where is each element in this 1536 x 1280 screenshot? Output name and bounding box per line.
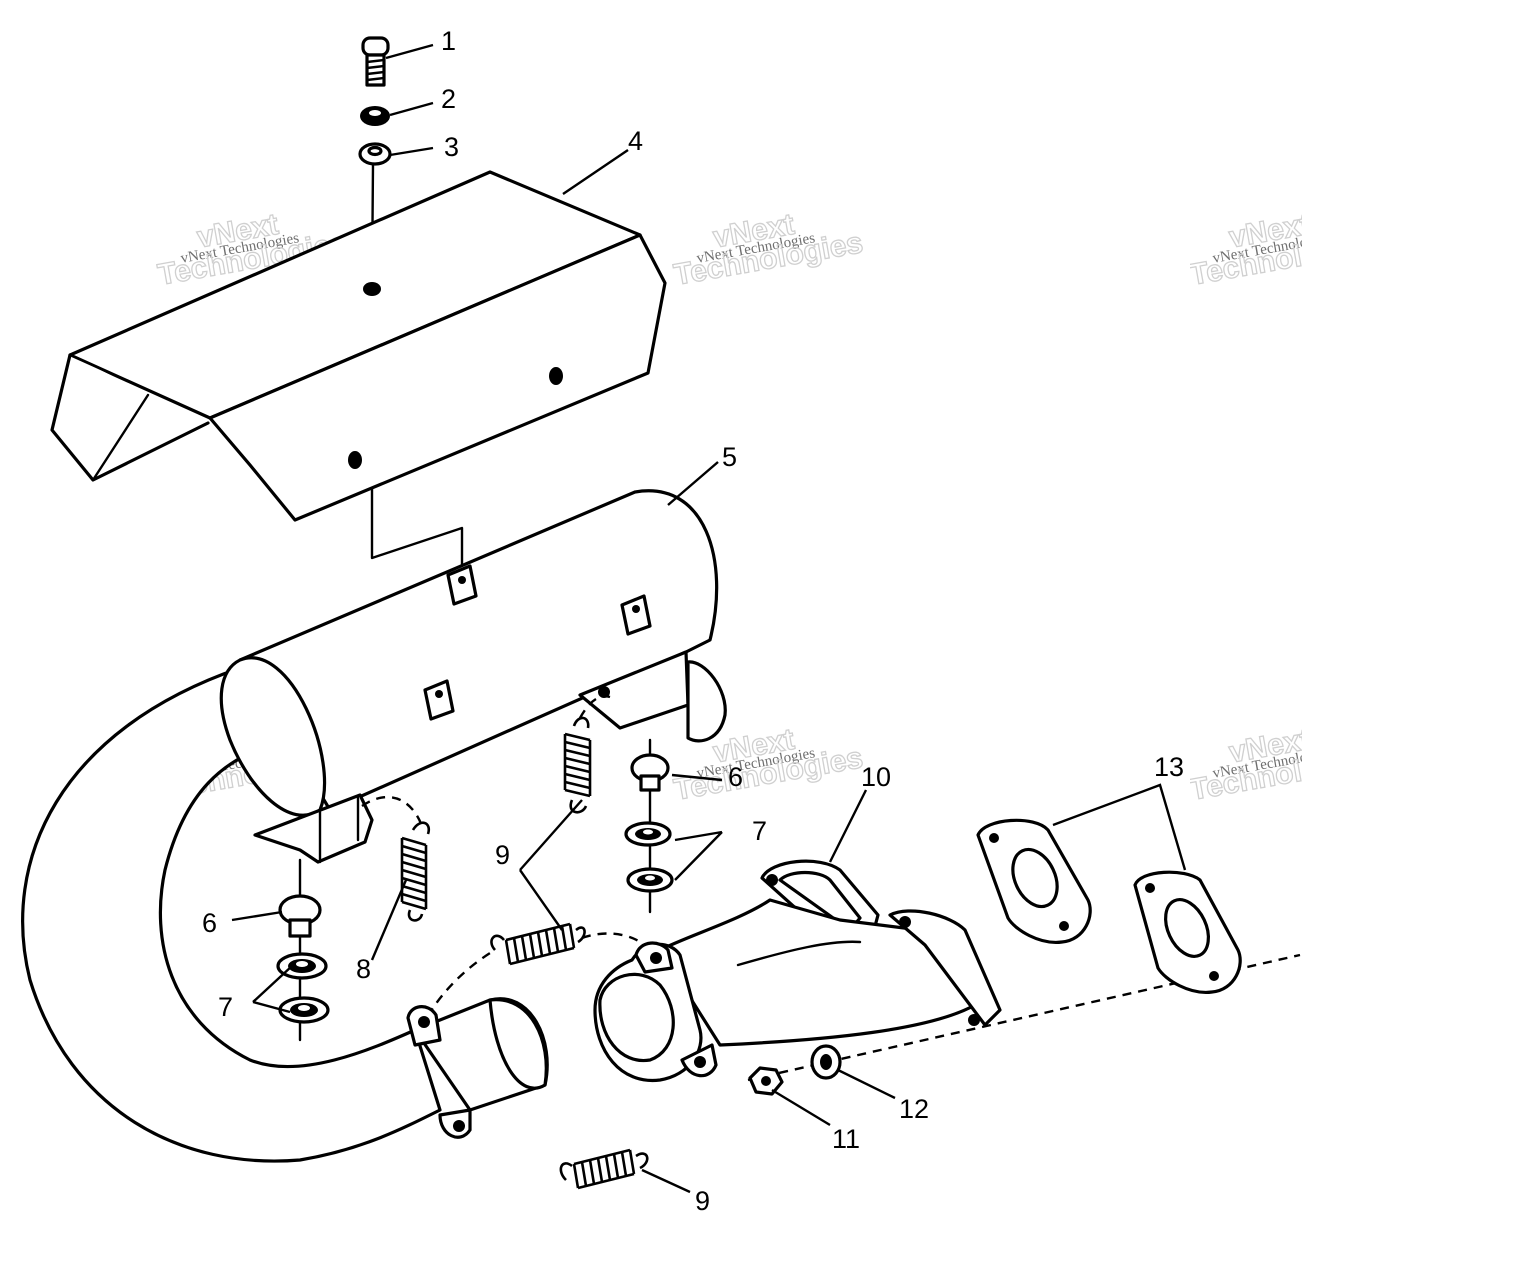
part-lock-washer — [360, 106, 390, 126]
spring-link-left — [361, 796, 424, 827]
part-washer-left-upper — [276, 952, 328, 980]
part-spring-middle — [490, 922, 586, 966]
callout-6-left: 6 — [202, 908, 217, 938]
part-muffler — [21, 489, 727, 1163]
part-nut — [748, 1066, 784, 1096]
watermark-top-right: vNext vNext Technologies Technologies — [1190, 207, 1302, 292]
part-spring-upper — [563, 716, 592, 814]
spring-link-lower — [418, 948, 496, 1031]
spring-link-upper — [578, 695, 611, 719]
part-spacer-washer — [810, 1044, 842, 1080]
part-washer-left-lower — [278, 996, 330, 1024]
part-washer-right-lower — [626, 867, 674, 893]
part-pipe-outlet — [406, 997, 549, 1139]
callout-7-left: 7 — [218, 992, 233, 1022]
callout-4: 4 — [628, 126, 643, 156]
part-flat-washer — [358, 142, 392, 166]
part-bolt — [361, 36, 390, 87]
part-gasket-upper — [976, 818, 1092, 944]
part-spring-lower — [559, 1148, 649, 1190]
shield-mount-line — [370, 486, 464, 580]
callout-9-bottom: 9 — [695, 1186, 710, 1216]
watermark-top-center: vNext vNext Technologies Technologies — [671, 207, 866, 292]
callout-3: 3 — [444, 132, 459, 162]
callout-11: 11 — [832, 1124, 860, 1154]
part-grommet-right — [630, 753, 670, 792]
part-gasket-lower — [1133, 870, 1242, 994]
part-grommet-left — [278, 894, 322, 938]
callout-6-right: 6 — [728, 762, 743, 792]
part-heat-shield — [50, 170, 667, 522]
callout-13: 13 — [1154, 752, 1184, 782]
callout-5: 5 — [722, 442, 737, 472]
callout-8: 8 — [356, 954, 371, 984]
callout-7-right: 7 — [752, 816, 767, 846]
callout-2: 2 — [441, 84, 456, 114]
callout-10: 10 — [861, 762, 891, 792]
callout-9-middle: 9 — [495, 840, 510, 870]
part-spring-long — [400, 821, 431, 922]
callout-12: 12 — [899, 1094, 929, 1124]
part-washer-right-upper — [624, 821, 672, 847]
watermark-mid-right: vNext vNext Technologies Technologies — [1190, 722, 1302, 807]
callout-1: 1 — [441, 26, 456, 56]
leader-lines — [231, 43, 1187, 1194]
part-manifold — [593, 859, 1002, 1083]
